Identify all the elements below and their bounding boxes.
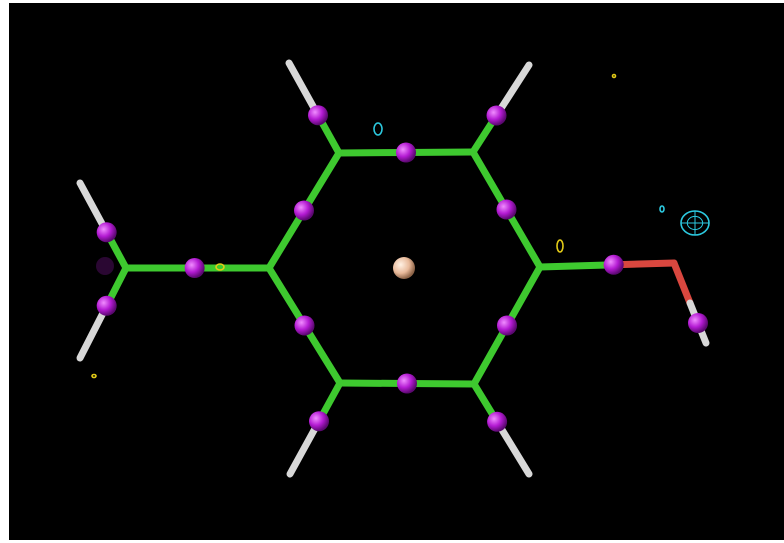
isosurface-cyan-top [373, 122, 383, 136]
isosurface-yellow-left [215, 263, 225, 271]
bond-C2-C3 [335, 148, 477, 157]
bond-half-C6-C1-start [301, 322, 344, 387]
isosurface-cyan-right [680, 210, 710, 236]
bond-critical-point-C4-C5 [497, 315, 517, 336]
bond-half-C3-C4-start [469, 148, 510, 213]
bond-C1-C2 [265, 149, 343, 272]
bond-C5-C6 [336, 379, 478, 388]
isosurface-cyan-right-mesh-inner [686, 215, 704, 231]
isosurface-cyan-right-small-outline [659, 205, 665, 213]
isosurface-yellow-right-outline [556, 239, 564, 253]
isosurface-yellow-right [556, 239, 564, 253]
bond-half-C6-C1-end [265, 264, 308, 329]
bond-half-C6-H4-end [286, 425, 319, 478]
bond-half-C3-H2-end [497, 61, 533, 112]
bond-half-C1-C2-end [300, 149, 343, 214]
bond-half-C4-C5-start [503, 263, 544, 329]
bond-half-C5-H3-end [498, 425, 533, 478]
isosurface-yellow-topright-outline [611, 73, 617, 79]
isosurface-layer [91, 73, 710, 379]
bond-C4-C5 [470, 263, 544, 388]
bond-half-C4-C5-end [470, 322, 511, 388]
bond-critical-point-C7-H6 [96, 295, 117, 316]
bond-C6-C1 [265, 264, 344, 387]
bond-half-C2-H1-end [285, 59, 318, 112]
bond-C3-C4 [469, 148, 544, 271]
critical-points-layer [96, 105, 708, 432]
bond-half-C2-C3-end [402, 148, 477, 156]
bond-half-C4-O1-start [536, 261, 611, 271]
isosurface-yellow-topright [611, 73, 617, 79]
bond-critical-point-O1-H7 [688, 313, 708, 333]
bond-half-C7-H5-end [76, 179, 107, 229]
bond-half-C2-C3-start [335, 149, 410, 157]
bond-critical-point-C1-C7 [184, 258, 205, 278]
bond-critical-point-C6-C1 [294, 315, 315, 336]
bond-critical-point-C5-H3 [487, 411, 508, 432]
molecule-scene[interactable] [9, 3, 784, 540]
hidden-critical-point-left [96, 257, 114, 275]
isosurface-cyan-top-outline [373, 122, 383, 136]
molecule-viewport[interactable] [9, 3, 784, 540]
bond-half-C1-C2-start [265, 207, 308, 272]
ring-critical-point [393, 257, 415, 279]
bond-critical-point-C4-O1 [603, 254, 624, 275]
bond-half-C7-H6-end [76, 309, 107, 362]
bond-critical-point-C2-H1 [308, 105, 328, 126]
isosurface-yellow-bottomleft [91, 373, 97, 379]
bond-critical-point-C1-C2 [294, 200, 314, 221]
bond-half-C5-C6-start [403, 380, 478, 388]
bond-critical-point-C7-H5 [96, 222, 117, 243]
bond-critical-point-C3-C4 [496, 199, 517, 220]
isosurface-cyan-right-small [659, 205, 665, 213]
bond-half-O1-H7-start [670, 259, 694, 307]
bond-half-C5-C6-end [336, 379, 411, 387]
bond-critical-point-C6-H4 [309, 411, 329, 432]
bond-critical-point-C2-C3 [396, 142, 416, 163]
bond-critical-point-C3-H2 [486, 105, 507, 126]
bond-half-C3-C4-end [503, 206, 544, 271]
isosurface-yellow-bottomleft-outline [91, 373, 97, 379]
isosurface-yellow-left-outline [215, 263, 225, 271]
bond-critical-point-C5-C6 [397, 373, 417, 394]
